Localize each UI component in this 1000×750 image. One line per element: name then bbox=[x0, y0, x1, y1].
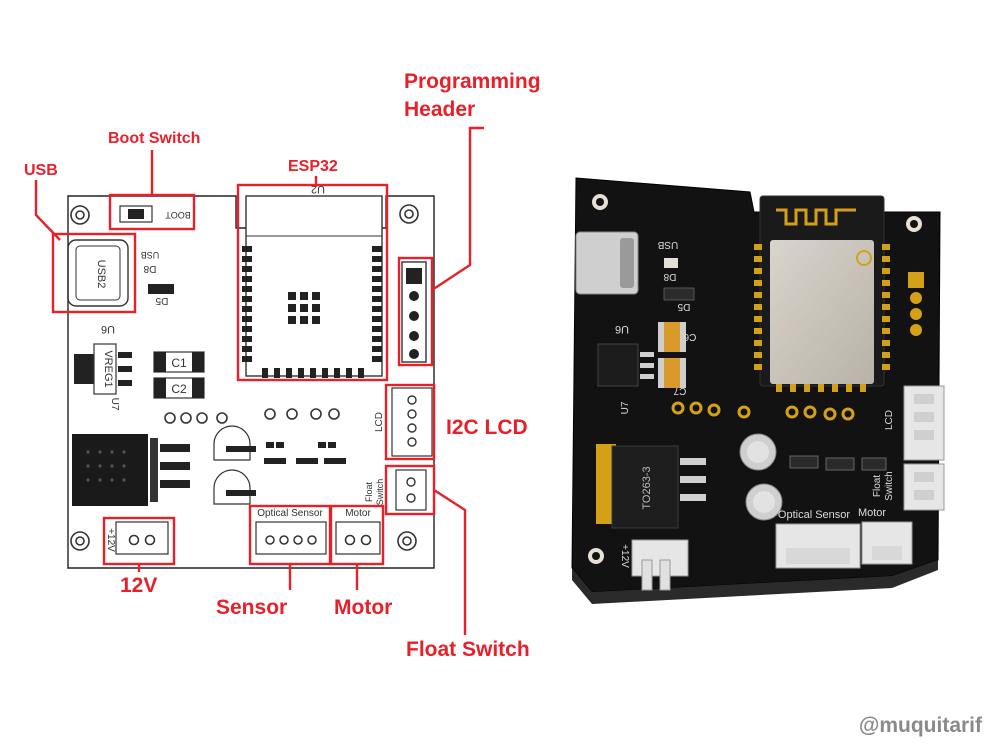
usb-connector-2d: USB2 bbox=[67, 239, 129, 307]
silk-switch: Switch bbox=[375, 479, 385, 506]
silk-boot: BOOT bbox=[165, 210, 191, 220]
programming-header-3d bbox=[908, 272, 924, 336]
silk3d-u6: U6 bbox=[615, 323, 629, 335]
highlight-esp32 bbox=[236, 183, 389, 382]
callout-markers bbox=[34, 126, 484, 635]
silk3d-c7: C7 bbox=[673, 385, 686, 396]
silk-12v: +12V bbox=[105, 528, 116, 552]
programming-header-2d bbox=[401, 261, 427, 363]
vreg1-2d: VREG1 bbox=[74, 343, 132, 395]
via-row-2d bbox=[164, 408, 340, 424]
callout-programming: Programming bbox=[404, 70, 541, 93]
esp32-module-3d bbox=[754, 195, 890, 392]
smd-caps-3d bbox=[739, 433, 783, 521]
led-d8 bbox=[664, 258, 678, 268]
diode-d5 bbox=[148, 284, 174, 294]
silk3d-optical-sensor: Optical Sensor bbox=[778, 509, 850, 521]
callout-float-switch: Float Switch bbox=[406, 638, 530, 661]
boot-switch-2d: BOOT bbox=[119, 205, 191, 223]
silk-d8: D8 bbox=[143, 263, 156, 274]
mounting-holes-2d bbox=[70, 204, 419, 551]
lcd-connector-3d: LCD bbox=[884, 385, 945, 461]
silk3d-u7: U7 bbox=[620, 401, 631, 414]
to263-3d: TO263-3 bbox=[596, 444, 706, 529]
silk3d-c6: C6 bbox=[683, 331, 696, 342]
silk-vreg1: VREG1 bbox=[102, 350, 114, 387]
silk3d-d8: D8 bbox=[663, 271, 676, 282]
float-switch-3d: Float Switch bbox=[872, 463, 945, 511]
silk3d-switch: Switch bbox=[884, 471, 895, 500]
silk-float: Float bbox=[364, 482, 374, 503]
silk3d-motor: Motor bbox=[858, 507, 886, 519]
silk3d-float: Float bbox=[872, 475, 883, 497]
power-caps-2d bbox=[213, 425, 256, 505]
pcb-2d-view: BOOT USB2 USB D8 D5 U6 VREG1 U7 C1 bbox=[67, 183, 435, 569]
callout-motor: Motor bbox=[334, 596, 393, 619]
caps-c6-c7-3d: C6 C7 bbox=[658, 322, 696, 396]
transistors-2d bbox=[264, 442, 346, 464]
callout-i2c-lcd: I2C LCD bbox=[446, 416, 528, 439]
usb-c-3d: USB bbox=[575, 231, 678, 295]
watermark-handle: @muquitarif bbox=[858, 714, 982, 737]
power-12v-3d: +12V bbox=[619, 539, 689, 591]
diode-d5-3d bbox=[663, 287, 695, 301]
silk3d-12v: +12V bbox=[619, 544, 630, 568]
silk-c2: C2 bbox=[171, 382, 187, 396]
callout-header: Header bbox=[404, 98, 476, 121]
via-row-3d bbox=[671, 401, 855, 421]
pcb-3d-view: USB D8 D5 U6 C6 C7 U7 bbox=[571, 177, 945, 604]
capacitors-c1-c2-2d: C1 C2 bbox=[153, 351, 205, 399]
motor-connector-2d: Motor bbox=[335, 508, 381, 555]
silk3d-usb: USB bbox=[657, 239, 678, 250]
highlight-lcd bbox=[384, 383, 436, 461]
highlight-programming-header bbox=[397, 256, 434, 367]
silk-usb2: USB2 bbox=[95, 260, 107, 289]
silk-usb: USB bbox=[141, 250, 160, 260]
float-switch-connector-2d: Float Switch bbox=[364, 469, 427, 511]
optical-sensor-connector-2d: Optical Sensor bbox=[255, 508, 327, 555]
lcd-connector-2d: LCD bbox=[374, 387, 433, 457]
silk-c1: C1 bbox=[171, 356, 187, 370]
silk3d-lcd: LCD bbox=[884, 410, 895, 430]
callout-usb: USB bbox=[24, 162, 58, 179]
silk-u7: U7 bbox=[109, 398, 120, 411]
callout-esp32: ESP32 bbox=[288, 158, 338, 175]
silk-lcd: LCD bbox=[374, 412, 385, 432]
callout-12v: 12V bbox=[120, 574, 158, 597]
highlight-usb bbox=[51, 232, 137, 314]
callout-sensor: Sensor bbox=[216, 596, 288, 619]
silk3d-d5: D5 bbox=[677, 301, 690, 312]
silk-d5: D5 bbox=[155, 295, 168, 306]
vreg-3d: U7 bbox=[597, 343, 654, 414]
optical-sensor-3d: Optical Sensor bbox=[775, 509, 861, 569]
silk3d-to263: TO263-3 bbox=[641, 466, 653, 509]
silk-u6: U6 bbox=[101, 323, 115, 335]
silk-motor: Motor bbox=[345, 508, 371, 519]
silk-optical-sensor: Optical Sensor bbox=[257, 508, 323, 519]
to263-regulator-2d bbox=[72, 434, 190, 506]
power-12v-connector-2d: +12V bbox=[105, 521, 169, 555]
motor-3d: Motor bbox=[858, 507, 913, 565]
transistors-3d bbox=[789, 455, 887, 471]
callout-boot-switch: Boot Switch bbox=[108, 130, 201, 147]
esp32-module-2d: U2 bbox=[242, 183, 383, 378]
